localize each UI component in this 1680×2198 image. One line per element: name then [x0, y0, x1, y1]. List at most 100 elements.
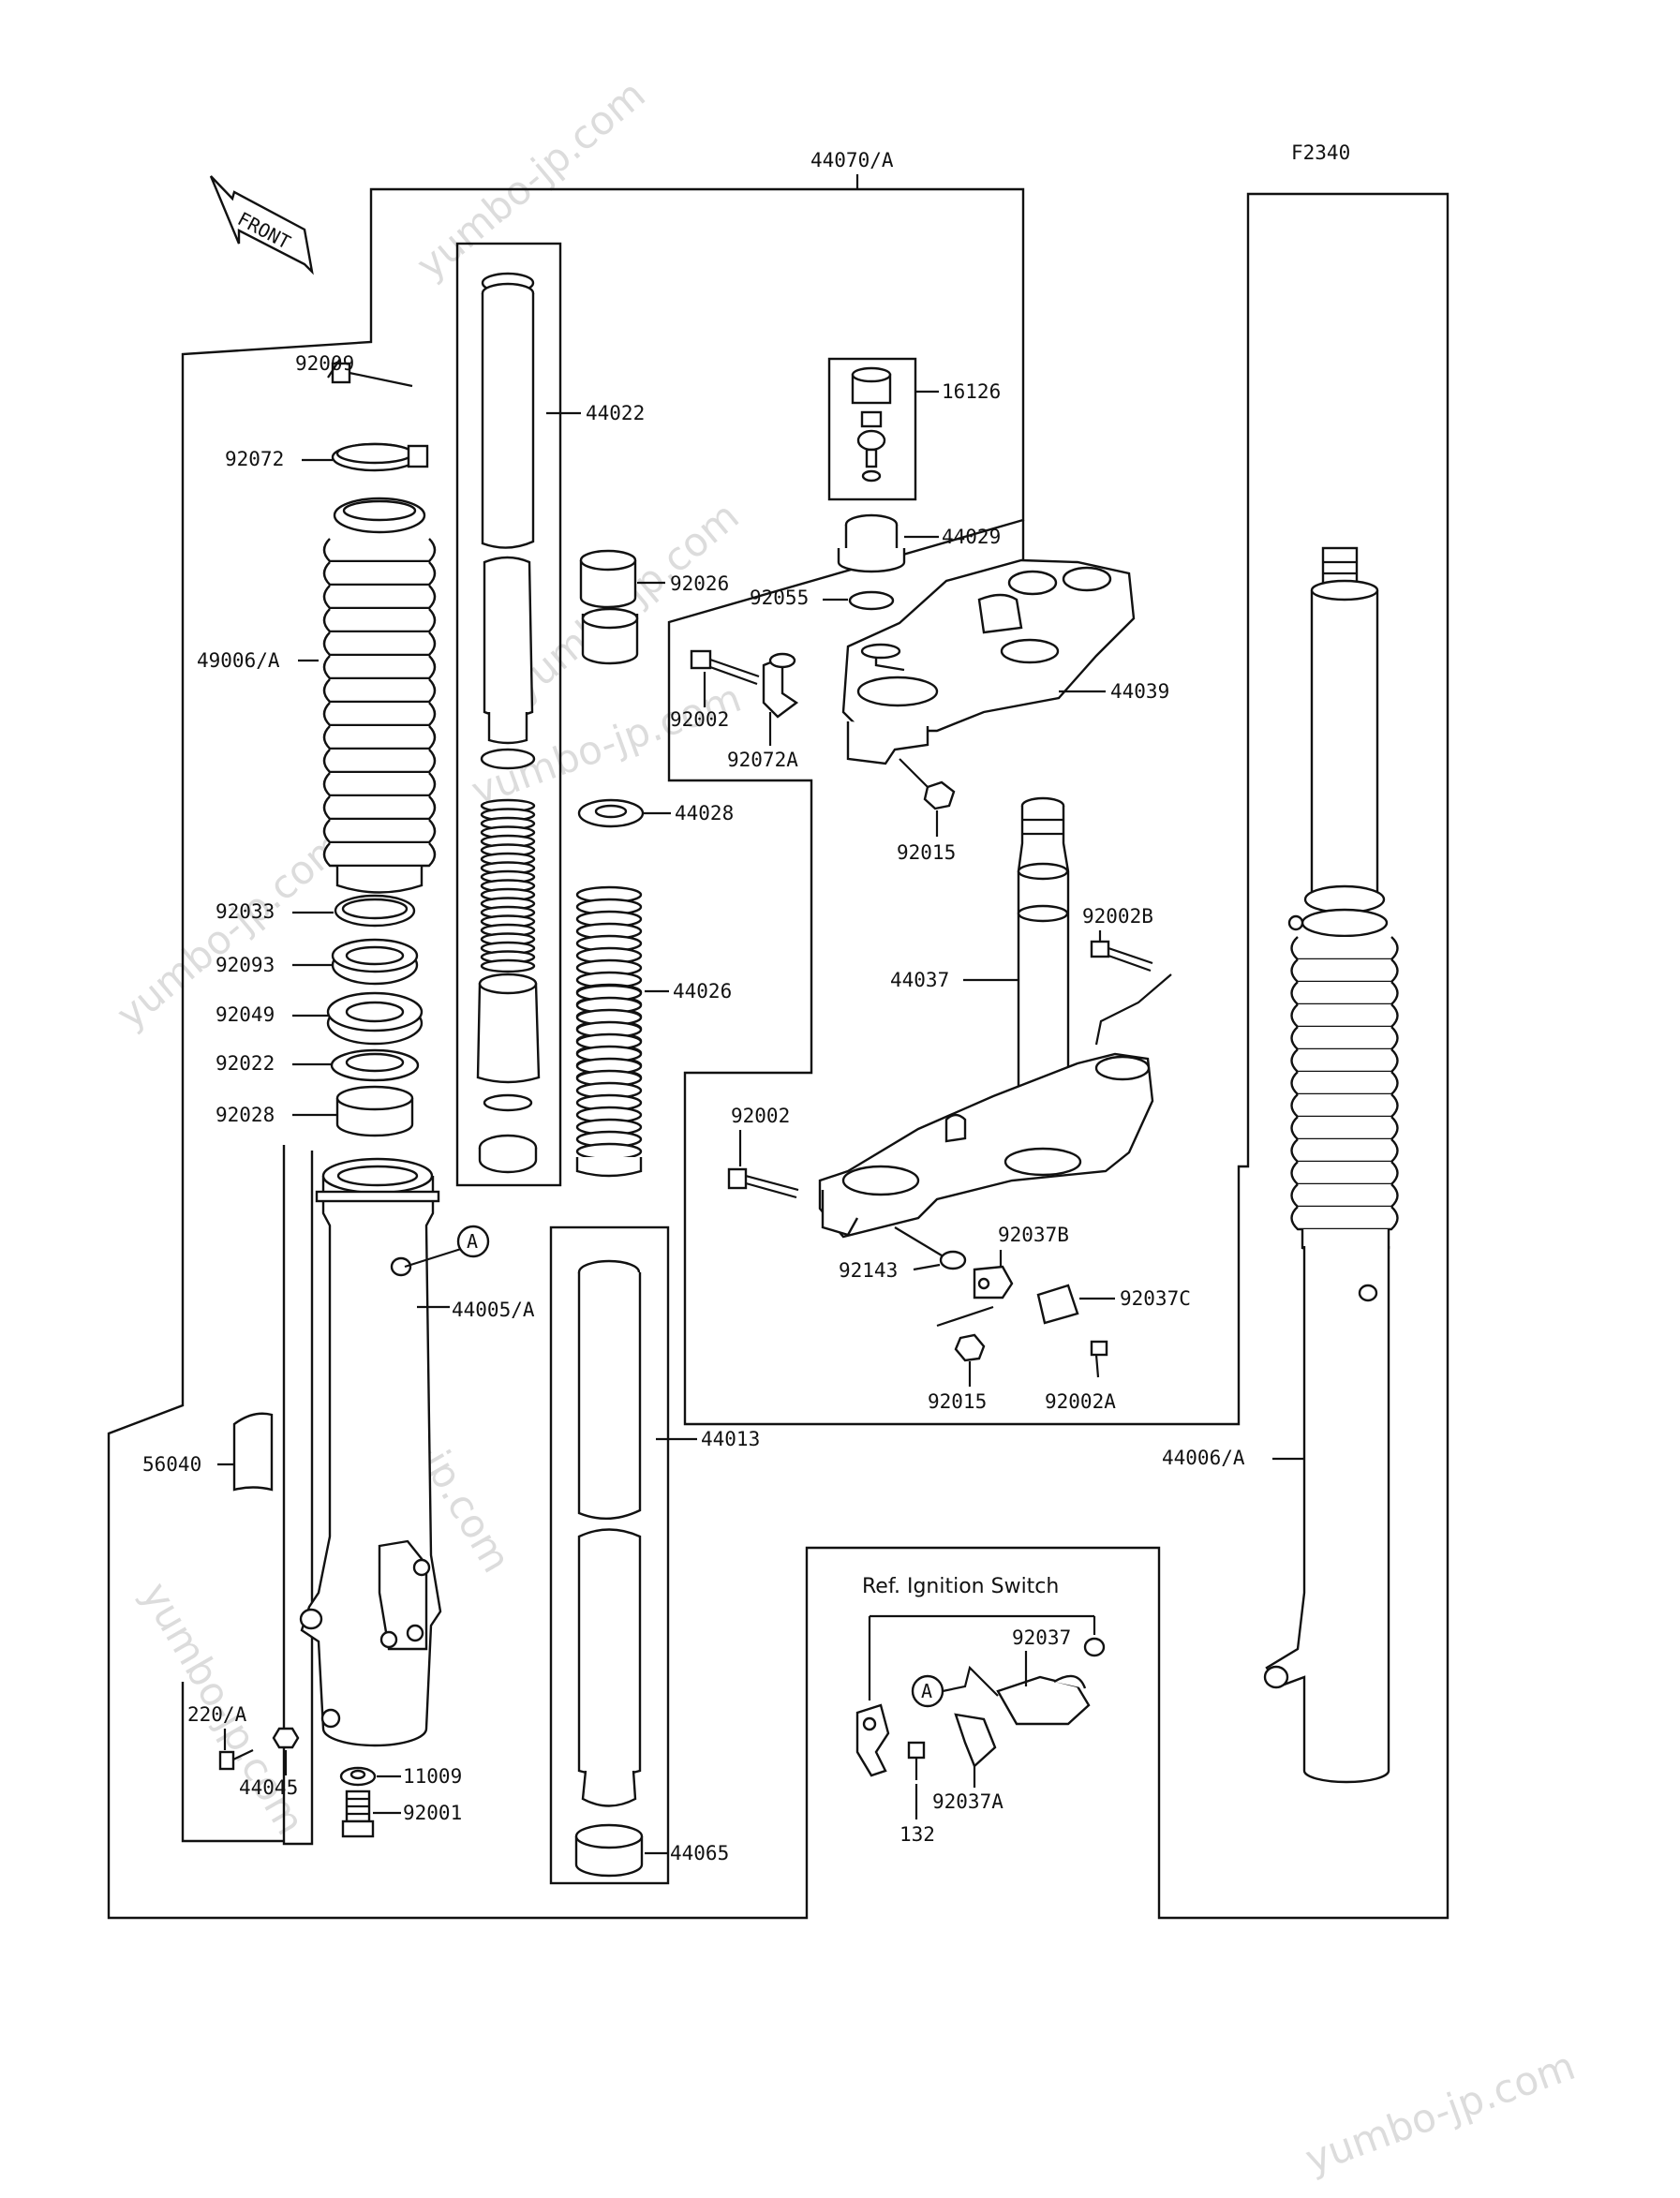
- front-arrow: FRONT: [209, 175, 314, 275]
- seal-92093: [331, 938, 419, 986]
- label-92033: 92033: [216, 900, 275, 923]
- bolt-132: [907, 1741, 926, 1780]
- outer-slider-44005A: [299, 1157, 442, 1747]
- callout-letter-switch: A: [921, 1680, 932, 1702]
- callout-letter-slider: A: [467, 1230, 478, 1253]
- seal-92049: [326, 991, 424, 1046]
- bolt-92002-mid: [727, 1167, 799, 1199]
- spring-inner: [480, 798, 536, 973]
- inner-tube-44013: [577, 1259, 642, 1807]
- leader-92002B-dash: [1094, 973, 1172, 1046]
- leader-92009: [327, 358, 341, 379]
- label-44028: 44028: [675, 802, 734, 824]
- label-44029: 44029: [942, 526, 1001, 548]
- leader-92143: [913, 1263, 941, 1271]
- label-132: 132: [899, 1823, 935, 1846]
- label-92037C: 92037C: [1120, 1287, 1191, 1310]
- nut-44045: [272, 1727, 300, 1749]
- fork-tube-44022: [481, 272, 535, 745]
- watermark-4: yumbo-jp.com: [408, 71, 654, 289]
- nut-92143: [939, 1250, 967, 1270]
- spacer-tube: [476, 973, 541, 1174]
- label-11009: 11009: [403, 1765, 462, 1788]
- lower-bracket: [818, 1052, 1154, 1239]
- fork-boot-49006A: [322, 497, 437, 894]
- label-49006A: 49006/A: [197, 649, 280, 672]
- label-92028: 92028: [216, 1104, 275, 1126]
- label-16126: 16126: [942, 380, 1001, 403]
- ring-center-1: [480, 748, 536, 770]
- bolt-92002-top: [690, 649, 760, 686]
- label-92001: 92001: [403, 1802, 462, 1824]
- label-44026: 44026: [673, 980, 732, 1002]
- washer-11009: [339, 1766, 377, 1787]
- label-44070A: 44070/A: [810, 149, 894, 171]
- label-92015-bot: 92015: [928, 1390, 987, 1413]
- assembly-boundary: [107, 187, 1450, 1920]
- label-44022: 44022: [586, 402, 645, 424]
- clamp-92072: [331, 442, 429, 472]
- label-92002-mid: 92002: [731, 1105, 790, 1127]
- inner-frame-slider: [282, 1145, 314, 1846]
- figure-code: F2340: [1291, 141, 1350, 164]
- fork-assembly-44006A: [1263, 546, 1399, 1784]
- label-92009: 92009: [295, 352, 354, 375]
- leader-92015-bot-dash: [936, 1305, 994, 1328]
- nut-92015-top: [923, 780, 956, 810]
- bushing-92028: [335, 1085, 414, 1137]
- label-44013: 44013: [701, 1428, 760, 1450]
- label-92002A: 92002A: [1045, 1390, 1116, 1413]
- leader-92143-dash: [894, 1226, 943, 1256]
- label-92015-top: 92015: [897, 841, 956, 864]
- label-92072: 92072: [225, 448, 284, 470]
- bolt-92001: [341, 1790, 375, 1838]
- inner-frame-outer-tube: [549, 1225, 670, 1885]
- watermark-7: yumbo-jp.com: [1300, 2042, 1582, 2182]
- cap-bolt-44029: [837, 513, 906, 573]
- spring-44026: [575, 885, 643, 1178]
- seal-92033: [334, 894, 416, 928]
- label-44039: 44039: [1110, 680, 1169, 703]
- clamp-92037C: [1036, 1284, 1079, 1325]
- label-92026: 92026: [670, 572, 729, 595]
- callout-A-slider: A: [404, 1225, 490, 1269]
- inner-frame-bottom: [181, 1682, 284, 1843]
- label-44065: 44065: [670, 1842, 729, 1864]
- clamp-92037B: [973, 1265, 1014, 1299]
- bolt-92002A: [1090, 1340, 1108, 1378]
- label-92093: 92093: [216, 954, 275, 976]
- label-92022: 92022: [216, 1052, 275, 1075]
- clamp-92037A: [954, 1713, 997, 1769]
- bushing-92026: [579, 549, 639, 665]
- label-44045: 44045: [239, 1776, 298, 1799]
- spring-seat-44028: [577, 798, 645, 828]
- label-220A: 220/A: [187, 1703, 247, 1726]
- label-92037B: 92037B: [998, 1224, 1069, 1246]
- label-92143: 92143: [839, 1259, 898, 1282]
- label-92037: 92037: [1012, 1626, 1071, 1649]
- label-44037: 44037: [890, 969, 949, 991]
- cap-16126: [851, 366, 892, 483]
- ref-note: Ref. Ignition Switch: [862, 1575, 1059, 1598]
- label-92049: 92049: [216, 1003, 275, 1026]
- callout-A-switch: A: [911, 1665, 999, 1708]
- oring-92055: [848, 590, 895, 611]
- decal-56040: [232, 1412, 274, 1492]
- bracket-92037: [996, 1637, 1106, 1726]
- upper-bracket-44039: [841, 558, 1136, 765]
- label-92055: 92055: [750, 587, 809, 609]
- washer-92022: [330, 1048, 420, 1082]
- label-92072A: 92072A: [727, 749, 798, 771]
- leader-92015-dash: [899, 758, 929, 788]
- lock-part: [855, 1703, 890, 1777]
- clamp-92072A: [762, 652, 799, 719]
- label-92002-top: 92002: [670, 708, 729, 731]
- nut-92015-bot: [954, 1333, 986, 1362]
- label-44006A: 44006/A: [1162, 1447, 1245, 1469]
- bushing-44065: [574, 1823, 644, 1878]
- label-44005A: 44005/A: [452, 1299, 535, 1321]
- bolt-92002B: [1090, 940, 1153, 973]
- label-56040: 56040: [142, 1453, 201, 1476]
